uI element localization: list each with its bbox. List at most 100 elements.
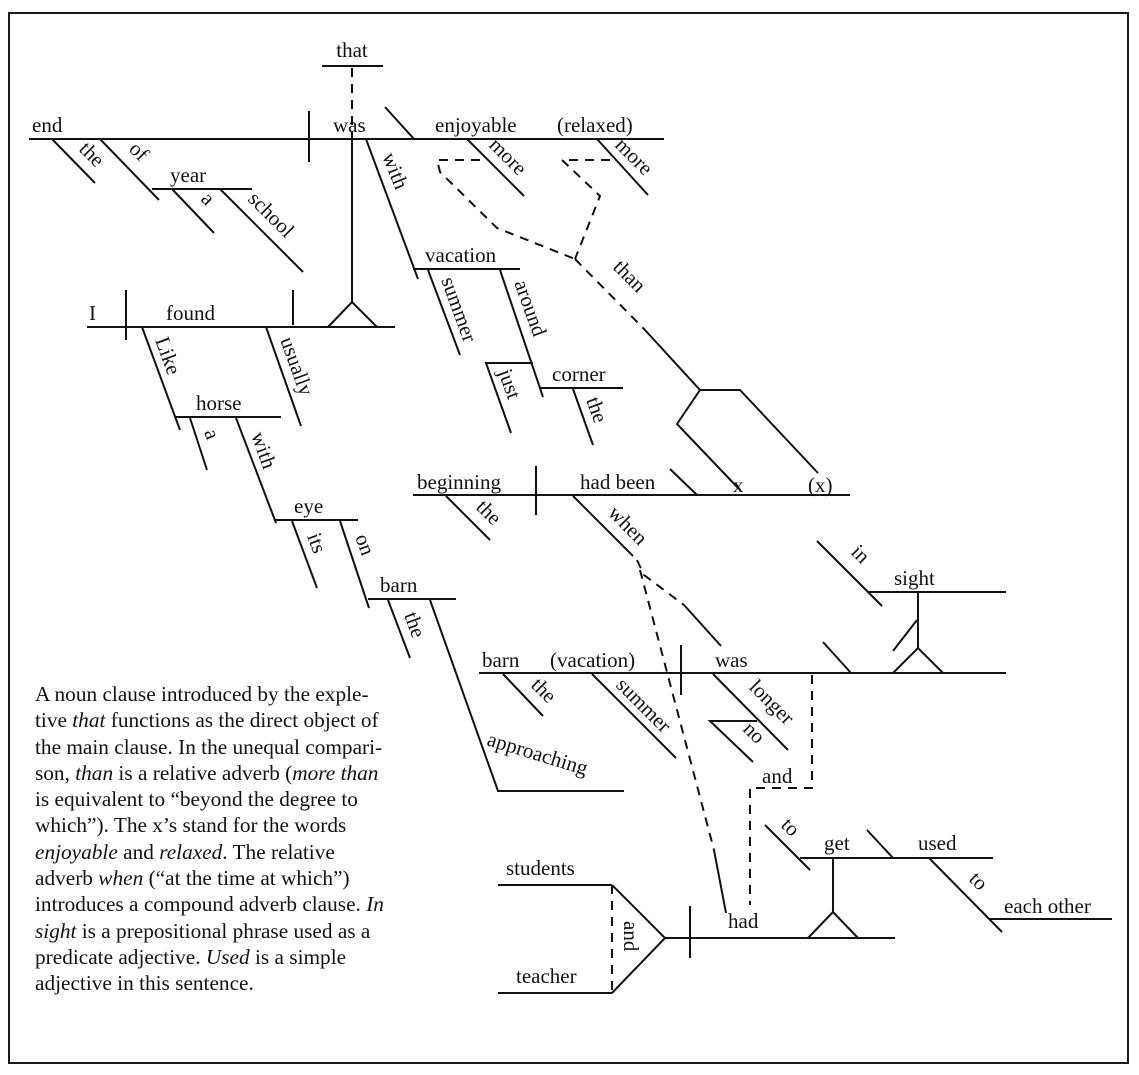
note-line: introduces a compound adverb clause. In (35, 891, 455, 917)
than-connectors: than (435, 159, 819, 491)
word-that: that (336, 38, 368, 62)
word-and-2: and (619, 921, 643, 952)
word-beginning: beginning (417, 470, 501, 494)
word-around: around (509, 277, 552, 340)
note-line: adjective in this sentence. (35, 970, 455, 996)
more2-line (596, 138, 649, 196)
word-than: than (608, 255, 651, 298)
no-line (707, 720, 757, 763)
diagram-border (8, 12, 1129, 1064)
word-had: had (728, 909, 759, 933)
note-line: the main clause. In the unequal compari- (35, 734, 455, 760)
word-usually: usually (275, 334, 318, 400)
than-dash-enjoyable (435, 159, 576, 260)
note-text: . The relative (222, 839, 335, 864)
word-summer-2: summer (611, 673, 676, 738)
the2-line (572, 388, 594, 446)
note-italic-term: relaxed (159, 839, 223, 864)
word-corner: corner (552, 362, 606, 386)
when-dash-to-had (639, 569, 715, 851)
word-like: Like (150, 334, 186, 378)
note-italic-term: than (75, 760, 114, 785)
word-when: when (603, 501, 652, 550)
word-relaxed: (relaxed) (557, 113, 633, 137)
word-and-1: and (762, 764, 793, 788)
note-line: which”). The x’s stand for the words (35, 812, 455, 838)
the4-line (445, 495, 491, 541)
noun-clause-that: that (322, 38, 383, 138)
word-x-paren: (x) (808, 473, 833, 497)
get-pedestal-fork (807, 910, 859, 939)
word-in: in (846, 540, 875, 569)
just-line (484, 362, 533, 434)
had-been-complement-divider (669, 468, 698, 496)
of-line (99, 138, 160, 201)
word-barn: barn (380, 573, 418, 597)
note-text: A noun clause introduced by the exple- (35, 682, 369, 706)
the5-line (502, 673, 544, 717)
note-line: is equivalent to “beyond the degree to (35, 786, 455, 812)
in-line (816, 540, 883, 607)
note-text: (“at the time at which”) (143, 866, 350, 891)
approaching-line (429, 599, 624, 792)
note-italic-term: when (98, 866, 144, 891)
word-was: was (333, 113, 366, 137)
note-line: predicate adjective. Used is a simple (35, 944, 455, 970)
note-paragraph: A noun clause introduced by the exple-ti… (35, 681, 455, 997)
note-line: tive that functions as the direct object… (35, 707, 455, 733)
word-eye: eye (294, 494, 323, 518)
note-text: is equivalent to “beyond the degree to (35, 787, 358, 812)
note-text: the main clause. In the unequal compari- (35, 734, 383, 759)
note-italic-term: In (366, 892, 384, 917)
the3-line (387, 599, 411, 659)
noun-clause-pedestal (327, 139, 378, 328)
than-line (644, 329, 701, 391)
word-to-2: to (964, 867, 993, 896)
word-year: year (170, 163, 206, 187)
more-modifiers: more more (466, 133, 658, 197)
word-barn-2: barn (482, 648, 520, 672)
note-text: functions as the direct object of (105, 708, 379, 733)
sight-pedestal-left (892, 619, 918, 652)
note-text: adverb (35, 866, 99, 891)
note-italic-term: sight (35, 918, 77, 943)
note-italic-term: Used (205, 944, 250, 969)
word-sight: sight (894, 566, 935, 590)
to2-line (928, 857, 1003, 933)
with-line (365, 138, 419, 280)
with2-line (235, 417, 277, 524)
note-line: son, than is a relative adverb (more tha… (35, 760, 455, 786)
word-enjoyable: enjoyable (435, 113, 517, 137)
word-to-1: to (776, 813, 805, 842)
main-clause-line: end was enjoyable (relaxed) (29, 106, 664, 162)
word-school: school (243, 187, 299, 243)
word-was-2: was (715, 648, 748, 672)
school-line (219, 188, 304, 273)
word-teacher: teacher (516, 964, 577, 988)
on-line (339, 520, 370, 609)
note-text: tive (35, 708, 73, 733)
than-dash-relaxed (559, 159, 610, 260)
word-approaching: approaching (485, 727, 592, 780)
word-get: get (824, 831, 850, 855)
word-found: found (166, 301, 215, 325)
x-fork (675, 389, 819, 491)
when-line-to-had (713, 849, 727, 914)
note-line: enjoyable and relaxed. The relative (35, 839, 455, 865)
and-connector (749, 675, 813, 905)
word-x: x (733, 473, 744, 497)
usually-line (265, 326, 302, 427)
word-I: I (89, 301, 96, 325)
note-line: sight is a prepositional phrase used as … (35, 918, 455, 944)
the-line (51, 138, 96, 184)
note-line: A noun clause introduced by the exple- (35, 681, 455, 707)
word-had-been: had been (580, 470, 656, 494)
a-line (171, 188, 215, 234)
word-a: a (196, 187, 220, 211)
word-end: end (32, 113, 63, 137)
note-italic-term: more than (292, 760, 379, 785)
summer-line (427, 269, 461, 356)
note-text: adjective in this sentence. (35, 971, 254, 996)
around-line (499, 269, 544, 398)
